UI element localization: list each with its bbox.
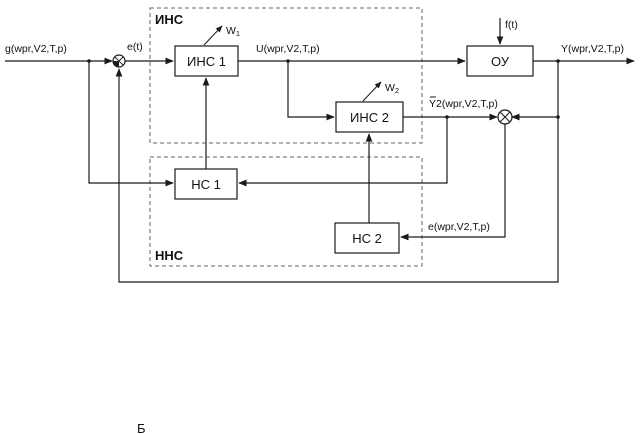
model-output-label: Y2(wpr,V2,T,p) (429, 98, 498, 110)
main-feedback-line (115, 68, 559, 283)
output-signal-label: Y(wpr,V2,T,p) (561, 43, 624, 55)
model-output-to-ns1-line (238, 117, 448, 187)
ins-group-label: ИНС (155, 12, 184, 27)
control-signal-label: U(wpr,V2,T,p) (256, 43, 320, 55)
plant-block: ОУ (466, 45, 534, 77)
error-signal-label: e(t) (127, 41, 143, 53)
footer-mark: Б (137, 421, 146, 434)
model-error-line (400, 124, 506, 241)
ns2-label: НС 2 (352, 231, 382, 246)
model-error-label: e(wpr,V2,T,p) (428, 221, 490, 233)
ns1-label: НС 1 (191, 177, 221, 192)
disturbance-label: f(t) (505, 19, 518, 31)
ins2-label: ИНС 2 (350, 110, 389, 125)
input-to-ns1-line (88, 61, 174, 187)
ins-group-frame (149, 7, 423, 144)
ins2-block: ИНС 2 (335, 101, 404, 133)
summing-junction-1 (112, 54, 126, 68)
w2-label: W2 (385, 82, 399, 95)
nns-group-frame (149, 156, 423, 267)
w1-adjust-arrow (203, 25, 223, 46)
input-signal-label: g(wpr,V2,T,p) (5, 43, 67, 55)
w2-adjust-arrow (362, 81, 382, 102)
w1-label: W1 (226, 25, 240, 38)
control-to-ins2-line (287, 61, 335, 121)
summing-junction-2 (497, 109, 513, 125)
nns-group-label: ННС (155, 248, 184, 263)
ns1-block: НС 1 (174, 168, 238, 200)
ns2-block: НС 2 (334, 222, 400, 254)
plant-label: ОУ (491, 54, 510, 69)
ins1-label: ИНС 1 (187, 54, 226, 69)
ins1-block: ИНС 1 (174, 45, 239, 77)
